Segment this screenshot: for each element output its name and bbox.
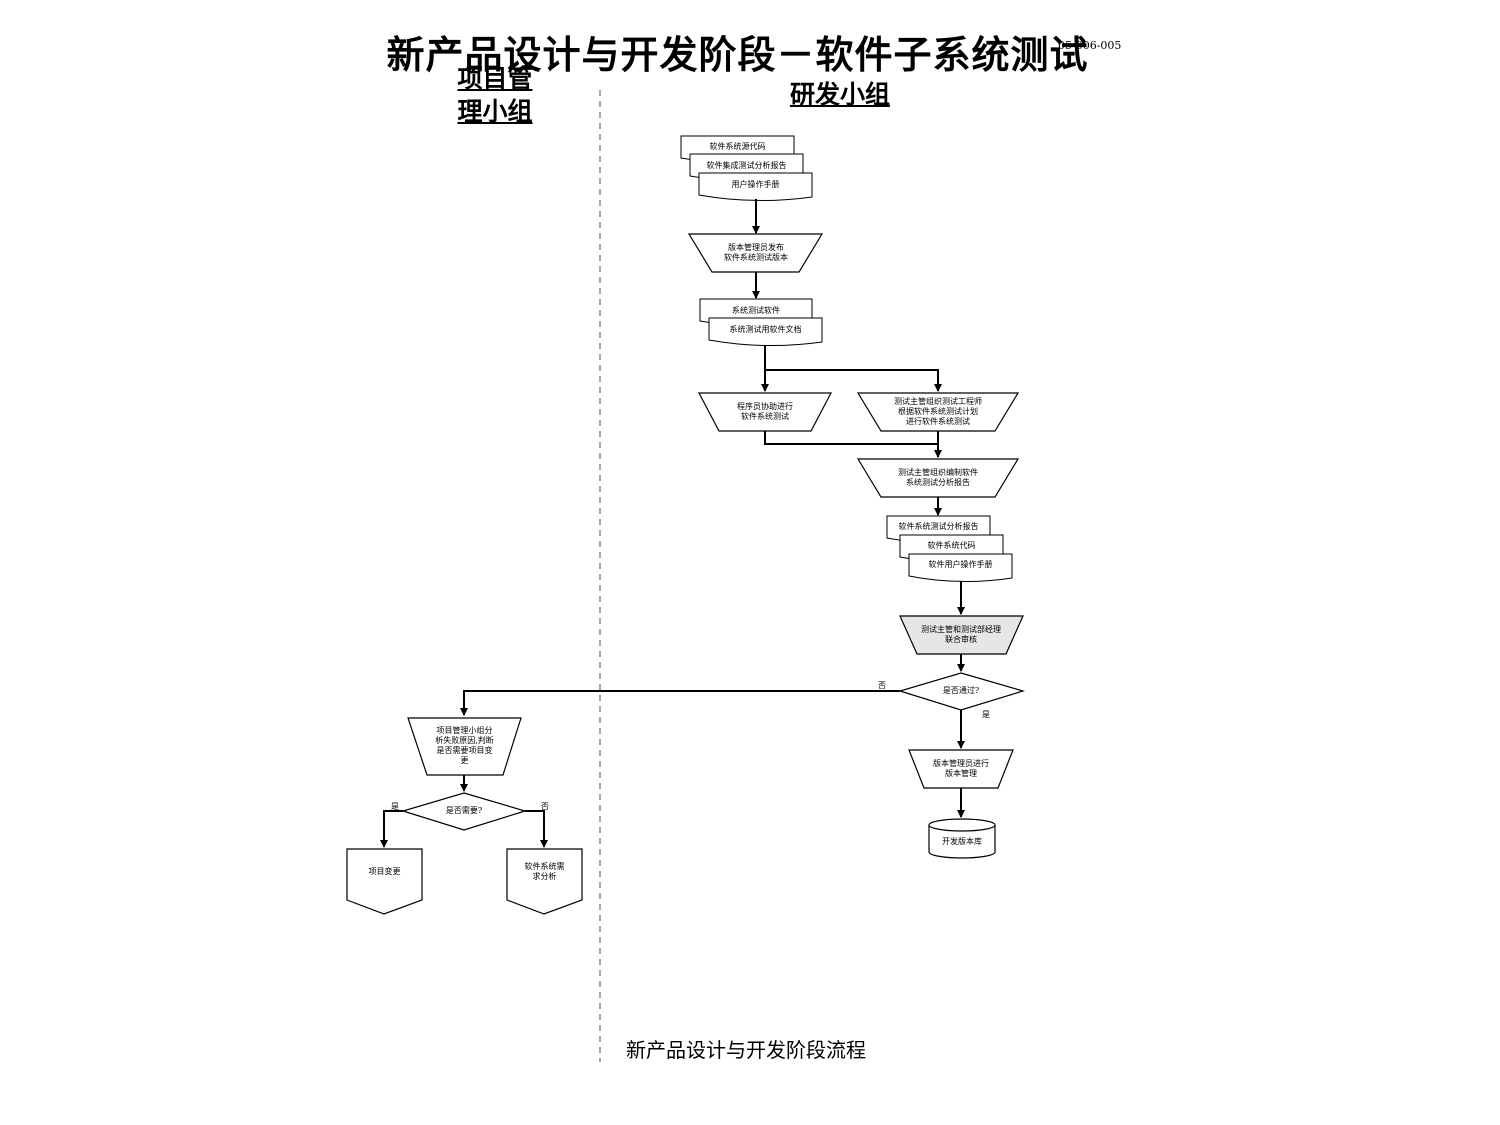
process-release-version [687, 233, 824, 273]
edge-label-needed-yes: 是 [391, 802, 399, 811]
node-system-code-label: 软件系统代码 [927, 541, 976, 550]
node-integration-report-label: 软件集成测试分析报告 [706, 161, 787, 170]
process-programmer-assist [698, 392, 832, 432]
document-code: 05-006-005 [1058, 39, 1122, 52]
node-user-manual-2-label: 软件用户操作手册 [928, 560, 993, 569]
doc-stack-1 [680, 135, 813, 202]
node-test-software-label: 系统测试软件 [732, 306, 780, 315]
node-passed-label: 是否通过? [942, 686, 980, 695]
node-joint-review-label: 测试主管和测试部经理 联合审核 [921, 625, 1001, 644]
node-requirement-analysis-label: 软件系统需 求分析 [524, 862, 565, 881]
node-write-report-label: 测试主管组织编制软件 系统测试分析报告 [898, 468, 978, 487]
doc-stack-3 [886, 515, 1013, 583]
node-programmer-assist-label: 程序员协助进行 软件系统测试 [737, 402, 793, 421]
edge-label-passed-no: 否 [878, 681, 886, 690]
terminal-project-change [346, 848, 423, 915]
process-test-engineers [856, 392, 1020, 432]
node-version-management-label: 版本管理员进行 版本管理 [933, 759, 989, 778]
node-source-code-label: 软件系统源代码 [709, 142, 766, 151]
store-dev-repository [928, 818, 996, 859]
lane-header-project-management: 项目管 理小组 [457, 64, 533, 126]
footer-caption: 新产品设计与开发阶段流程 [626, 1038, 866, 1062]
lane-header-rnd: 研发小组 [789, 80, 890, 109]
process-write-report [856, 458, 1020, 498]
node-project-change-label: 项目变更 [368, 867, 401, 876]
node-analyze-failure-label: 项目管理小组分 析失败原因,判断 是否需要项目变 更 [435, 726, 494, 765]
edge-label-needed-no: 否 [541, 802, 549, 811]
terminal-requirement-analysis [506, 848, 583, 915]
node-release-label: 版本管理员发布 软件系统测试版本 [724, 243, 788, 262]
node-test-engineers-label: 测试主管组织测试工程师 根据软件系统测试计划 进行软件系统测试 [894, 397, 982, 426]
node-needed-label: 是否需要? [445, 806, 483, 815]
process-analyze-failure [407, 717, 522, 776]
process-version-management [908, 749, 1014, 789]
edge-label-passed-yes: 是 [982, 710, 990, 719]
page-title: 新产品设计与开发阶段－软件子系统测试 [386, 32, 1089, 77]
decision-needed [400, 792, 528, 831]
node-user-manual-label: 用户操作手册 [731, 180, 780, 189]
doc-stack-2 [699, 298, 823, 347]
node-test-docs-label: 系统测试用软件文档 [729, 325, 802, 334]
decision-passed [897, 672, 1026, 711]
flow-edges [380, 199, 965, 848]
node-test-report-label: 软件系统测试分析报告 [898, 522, 979, 531]
node-dev-repository-label: 开发版本库 [942, 837, 982, 846]
process-joint-review [899, 615, 1024, 655]
